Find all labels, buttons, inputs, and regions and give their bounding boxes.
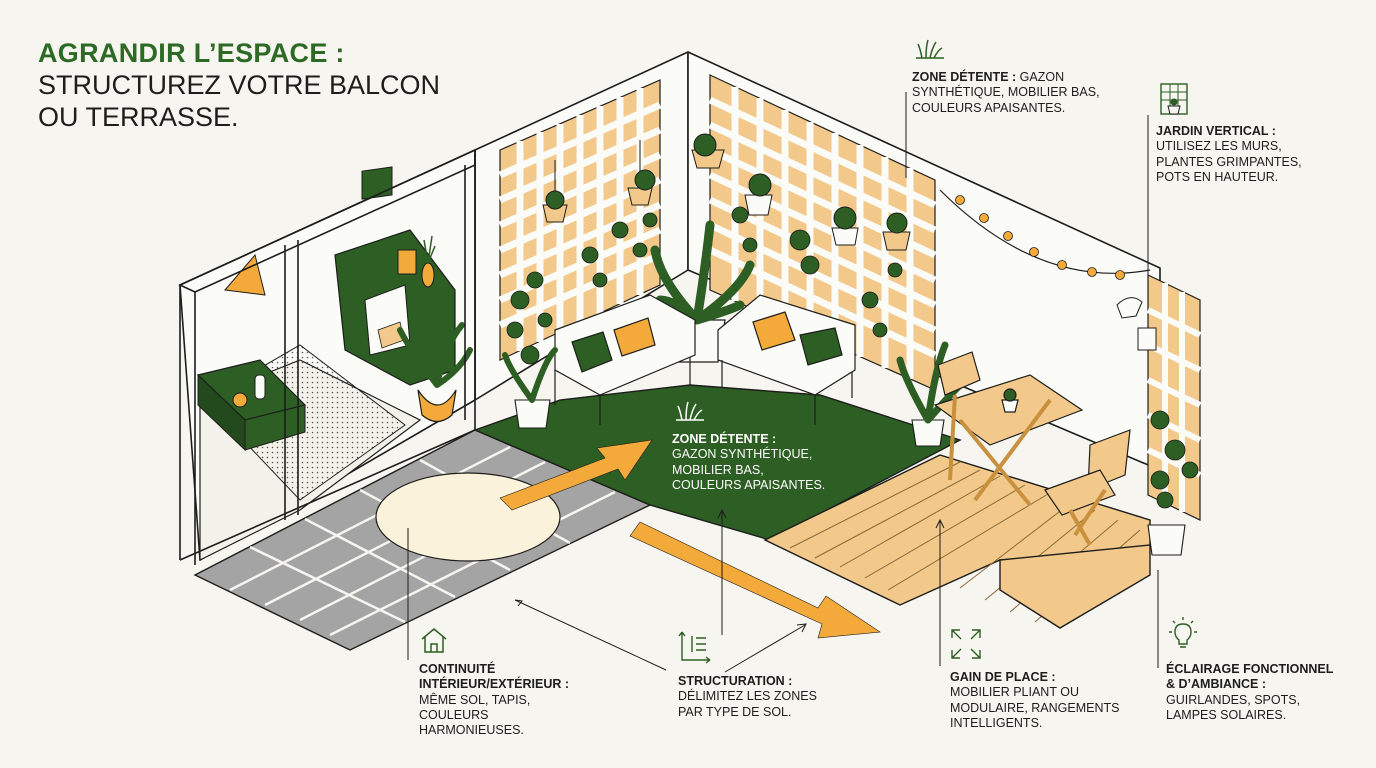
glass-door-frames [178, 148, 476, 565]
interior-room [196, 166, 473, 561]
callout-jardin-vertical: JARDIN VERTICAL : UTILISEZ LES MURS, PLA… [1156, 83, 1302, 185]
hanging-pots [542, 133, 911, 251]
gain-body-2: MODULAIRE, RANGEMENTS [950, 700, 1120, 715]
jardin-heading: JARDIN VERTICAL : [1156, 124, 1276, 138]
grass-icon [916, 39, 944, 59]
jardin-body-1: UTILISEZ LES MURS, [1156, 139, 1282, 154]
arrows [499, 439, 881, 639]
lawn-floor [473, 384, 962, 541]
eclairage-body-1: GUIRLANDES, SPOTS, [1166, 692, 1301, 707]
continuite-body-2: COULEURS [419, 707, 489, 722]
callout-structuration: STRUCTURATION : DÉLIMITEZ LES ZONES PAR … [678, 631, 817, 720]
house-icon [421, 628, 447, 653]
zone-center-body-2: MOBILIER BAS, [672, 462, 764, 477]
arrow-along-floor [629, 521, 881, 639]
jardin-body-3: POTS EN HAUTEUR. [1156, 169, 1279, 184]
zone-center-body-3: COULEURS APAISANTES. [672, 477, 826, 492]
callout-zone-detente-top: ZONE DÉTENTE : GAZON SYNTHÉTIQUE, MOBILI… [912, 39, 1100, 116]
arrow-into-garden [499, 439, 653, 511]
zone-center-heading: ZONE DÉTENTE : [672, 432, 777, 446]
structuration-body-1: DÉLIMITEZ LES ZONES [678, 689, 817, 704]
structuration-body-2: PAR TYPE DE SOL. [678, 704, 792, 719]
string-lights [939, 189, 1157, 351]
title-line-3: OU TERRASSE. [38, 101, 239, 132]
zone-top-body-2: SYNTHÉTIQUE, MOBILIER BAS, [912, 85, 1100, 100]
trellis-plant-icon [1160, 83, 1188, 115]
eclairage-heading-2: & D’AMBIANCE : [1166, 677, 1266, 692]
jardin-body-2: PLANTES GRIMPANTES, [1156, 154, 1302, 169]
layout-icon [678, 631, 711, 664]
grass-icon [676, 401, 704, 421]
continuite-heading-2: INTÉRIEUR/EXTÉRIEUR : [419, 677, 570, 692]
gain-body-1: MOBILIER PLIANT OU [950, 685, 1079, 700]
floor-pots [502, 341, 1186, 556]
lightbulb-icon [1169, 617, 1197, 648]
gain-heading: GAIN DE PLACE : [950, 670, 1056, 684]
climbing-plants [506, 206, 1199, 509]
continuite-heading-1: CONTINUITÉ [419, 662, 496, 676]
callout-zone-detente-center: ZONE DÉTENTE : GAZON SYNTHÉTIQUE, MOBILI… [672, 401, 826, 493]
callout-eclairage: ÉCLAIRAGE FONCTIONNEL & D’AMBIANCE : GUI… [1166, 617, 1334, 723]
eclairage-heading-1: ÉCLAIRAGE FONCTIONNEL [1166, 662, 1334, 676]
structuration-heading: STRUCTURATION : [678, 674, 793, 688]
eclairage-body-2: LAMPES SOLAIRES. [1166, 707, 1287, 722]
sofa-right [717, 294, 856, 425]
title-line-2: STRUCTUREZ VOTRE BALCON [38, 69, 441, 100]
zone-top-body-3: COULEURS APAISANTES. [912, 100, 1066, 115]
zone-center-body-1: GAZON SYNTHÉTIQUE, [672, 447, 813, 462]
leader-lines [407, 92, 1159, 673]
continuite-body-3: HARMONIEUSES. [419, 723, 524, 737]
callout-gain-de-place: GAIN DE PLACE : MOBILIER PLIANT OU MODUL… [950, 629, 1120, 731]
page-title: AGRANDIR L’ESPACE : STRUCTUREZ VOTRE BAL… [38, 38, 440, 134]
expand-icon [951, 629, 981, 659]
zone-top-heading: ZONE DÉTENTE : [912, 70, 1017, 84]
bistro-set [933, 351, 1131, 546]
title-line-1: AGRANDIR L’ESPACE : [38, 38, 345, 68]
gain-body-3: INTELLIGENTS. [950, 715, 1043, 730]
zone-top-body-1: GAZON [1019, 70, 1065, 84]
trellis-far-right [1146, 274, 1202, 521]
continuite-body-1: MÊME SOL, TAPIS, [419, 692, 531, 707]
callout-continuite: CONTINUITÉ INTÉRIEUR/EXTÉRIEUR : MÊME SO… [419, 628, 570, 738]
sofa-left [554, 294, 696, 425]
